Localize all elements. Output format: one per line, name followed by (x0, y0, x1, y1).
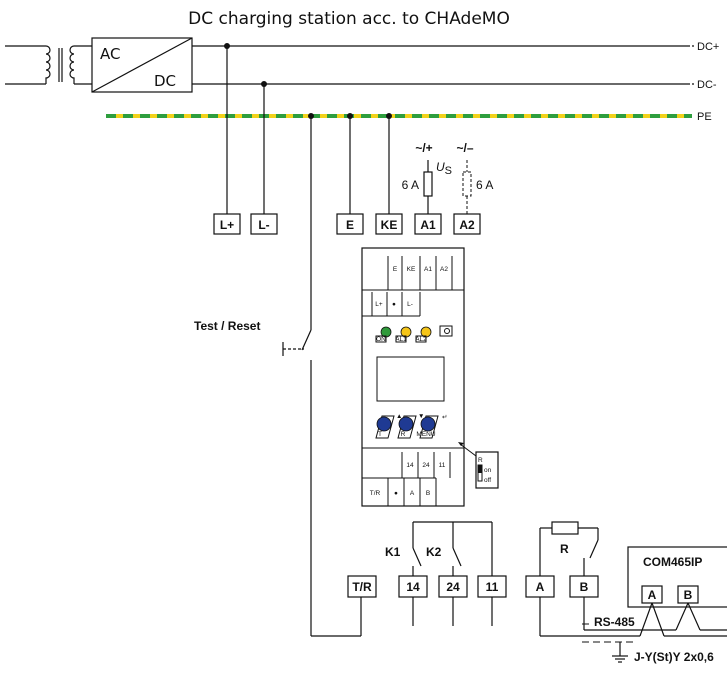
svg-text:●: ● (394, 490, 398, 497)
svg-text:L-: L- (407, 301, 413, 308)
svg-text:KE: KE (381, 218, 398, 232)
svg-text:A1: A1 (424, 266, 432, 273)
ac-dc-converter: AC DC (91, 37, 193, 93)
down-arrow-icon: ▼ (418, 413, 424, 420)
monitoring-device: E KE A1 A2 L+ ● L- ON AL1 AL2 T (361, 247, 465, 507)
svg-text:L+: L+ (375, 301, 383, 308)
svg-text:14: 14 (406, 462, 414, 469)
bottom-terminals: T/R 14 24 11 A B (347, 575, 599, 598)
relay-k1-label: K1 (385, 545, 401, 559)
svg-text:B: B (684, 588, 693, 602)
svg-text:T/R: T/R (370, 490, 381, 497)
termination-resistor: R (539, 521, 599, 576)
svg-text:24: 24 (422, 462, 430, 469)
a2-polarity: ~/– (456, 141, 473, 155)
enter-icon: ↵ (442, 414, 447, 421)
cable-label: J-Y(St)Y 2x0,6 (634, 650, 714, 664)
supply-circuit: ~/+ ~/– US 6 A 6 A (402, 141, 493, 214)
svg-text:R: R (478, 457, 483, 464)
diagram-title: DC charging station acc. to CHAdeMO (188, 9, 510, 29)
svg-text:14: 14 (406, 580, 420, 594)
svg-text:T/R: T/R (352, 580, 372, 594)
svg-text:E: E (346, 218, 354, 232)
svg-text:A2: A2 (459, 218, 475, 232)
bus-label: RS-485 (594, 615, 635, 629)
test-reset-switch: Test / Reset (194, 319, 362, 637)
top-wiring (224, 43, 392, 330)
dc-plus-label: DC+ (697, 41, 719, 53)
com465ip-device: COM465IP A B (627, 546, 727, 608)
svg-text:24: 24 (446, 580, 460, 594)
terminal-l-plus (213, 213, 241, 235)
us-label: US (436, 160, 452, 177)
fuse-a1 (423, 171, 433, 197)
com-device-label: COM465IP (643, 555, 702, 569)
terminal-e (336, 213, 364, 235)
svg-text:R: R (401, 431, 406, 438)
button-test (376, 416, 392, 432)
pe-label: PE (697, 111, 712, 123)
dc-minus-rail: DC- (192, 79, 717, 91)
fuse-a2 (462, 171, 472, 197)
pe-rail: PE (106, 111, 712, 123)
termination-switch-callout: R on off (458, 442, 499, 489)
button-menu (420, 416, 436, 432)
dc-plus-rail: DC+ (192, 41, 719, 53)
svg-text:T: T (378, 431, 382, 438)
top-terminals: L+ L- E KE A1 A2 (213, 213, 481, 235)
svg-text:11: 11 (439, 462, 446, 469)
transformer-symbol (5, 45, 92, 85)
svg-text:AL2: AL2 (415, 336, 427, 343)
device-display (376, 356, 445, 402)
button-reset (398, 416, 414, 432)
settings-icon (439, 325, 453, 337)
terminal-a2 (453, 213, 481, 235)
resistor-label: R (560, 542, 569, 556)
svg-text:KE: KE (407, 266, 416, 273)
svg-text:11: 11 (486, 580, 499, 594)
svg-text:L-: L- (258, 218, 269, 232)
fuse-a1-label: 6 A (402, 178, 419, 192)
relay-k2-label: K2 (426, 545, 442, 559)
svg-text:A: A (410, 490, 415, 497)
svg-text:on: on (484, 467, 492, 474)
svg-text:A2: A2 (440, 266, 448, 273)
svg-text:B: B (580, 580, 589, 594)
svg-text:A: A (536, 580, 545, 594)
relay-output-wires (412, 597, 493, 626)
fuse-a2-label: 6 A (476, 178, 493, 192)
converter-ac-label: AC (100, 45, 120, 63)
svg-text:●: ● (392, 301, 396, 308)
svg-text:ON: ON (376, 336, 386, 343)
test-reset-label: Test / Reset (194, 319, 260, 333)
up-arrow-icon: ▲ (396, 413, 402, 420)
relay-contacts: K1 K2 (385, 521, 493, 576)
svg-text:B: B (426, 490, 430, 497)
a1-polarity: ~/+ (415, 141, 432, 155)
svg-text:A1: A1 (420, 218, 436, 232)
svg-text:AL1: AL1 (395, 336, 407, 343)
converter-dc-label: DC (154, 72, 176, 90)
rs485-bus: RS-485 J-Y(St)Y 2x0,6 (539, 597, 727, 664)
svg-text:E: E (393, 266, 398, 273)
svg-text:L+: L+ (220, 218, 234, 232)
dc-minus-label: DC- (697, 79, 717, 91)
svg-text:off: off (484, 477, 491, 484)
terminal-a1 (414, 213, 442, 235)
svg-text:A: A (648, 588, 657, 602)
terminal-t-r (347, 575, 377, 598)
terminal-ke (375, 213, 403, 235)
svg-text:MENU: MENU (416, 431, 435, 438)
terminal-l-minus (250, 213, 278, 235)
